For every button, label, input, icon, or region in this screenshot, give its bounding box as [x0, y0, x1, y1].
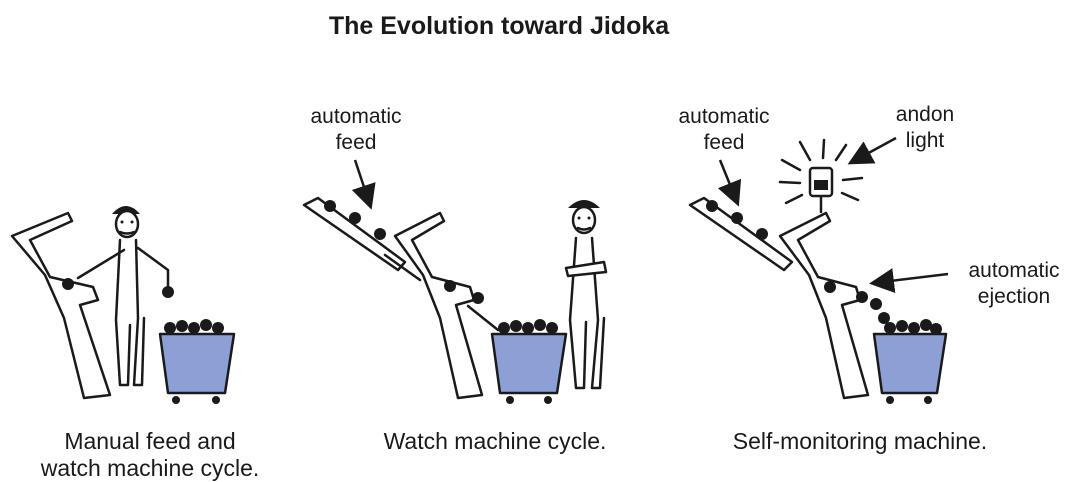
panel-1-manual [10, 206, 236, 404]
machine-1-icon [10, 211, 112, 400]
arrows [351, 136, 949, 293]
feed-chute-3-icon [688, 196, 794, 272]
panel-2-watch [302, 196, 608, 404]
caption-panel-2: Watch machine cycle. [383, 428, 607, 454]
worker-2-icon [564, 200, 608, 390]
machine-3-icon [778, 211, 890, 400]
panel-3-self-monitoring [688, 138, 948, 404]
arrow-andon [847, 136, 897, 165]
diagram-title: The Evolution toward Jidoka [328, 12, 670, 40]
worker-1-icon [76, 206, 174, 387]
feed-chute-2-icon [302, 196, 422, 282]
bin-3-icon [872, 319, 948, 404]
machine-2-icon [393, 211, 500, 400]
arrow-feed-3 [717, 159, 742, 207]
andon-light-icon [778, 138, 864, 214]
arrow-ejection [869, 268, 949, 293]
arrow-feed-2 [351, 159, 376, 210]
caption-panel-3: Self-monitoring machine. [732, 428, 988, 454]
bin-2-icon [490, 319, 568, 404]
bin-1-icon [158, 319, 236, 404]
